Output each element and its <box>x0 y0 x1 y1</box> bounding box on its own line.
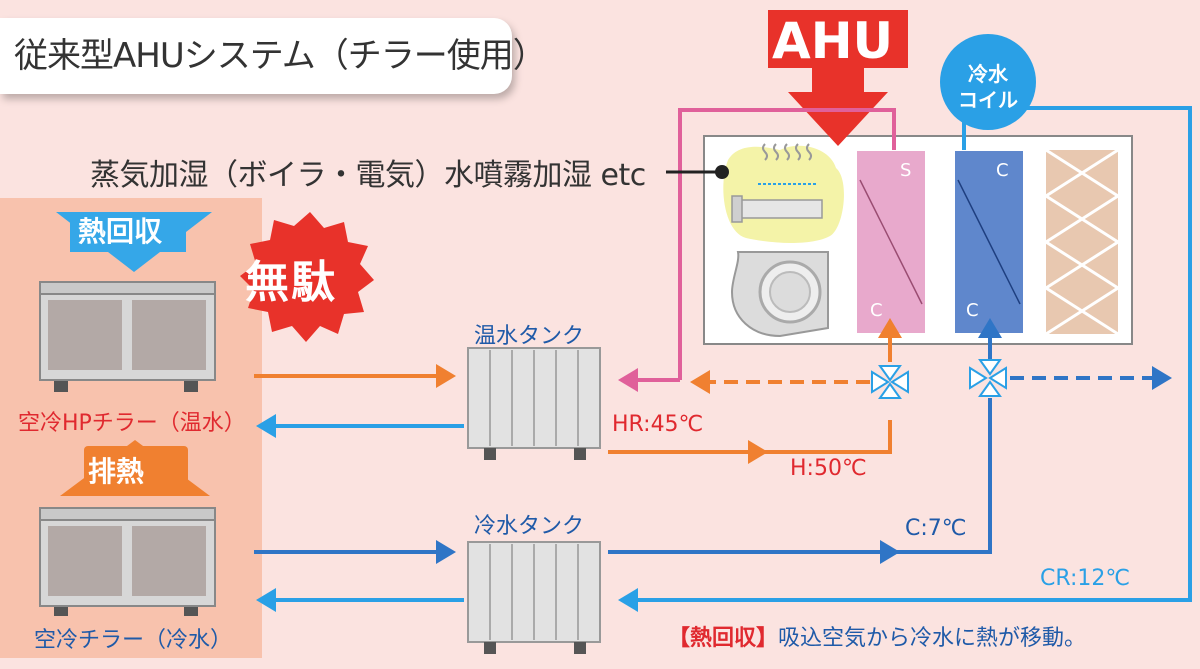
heat-recovery-badge <box>56 212 212 272</box>
humidifier <box>723 143 844 243</box>
exhaust-heat-badge <box>60 440 210 496</box>
c-temperature: C:7℃ <box>905 516 967 541</box>
steam-pipe <box>678 108 896 380</box>
ahu-arrow <box>768 10 908 146</box>
warm-tank-label: 温水タンク <box>474 324 585 349</box>
humidifier-caption: 蒸気加湿（ボイラ・電気）水噴霧加湿 etc <box>90 158 646 193</box>
hr-temperature: HR:45℃ <box>612 412 704 437</box>
filter <box>1043 148 1121 336</box>
warm-tank <box>467 347 601 460</box>
chiller-unit <box>39 507 216 616</box>
waste-burst <box>240 212 374 342</box>
cold-coil-top-letter: C <box>996 160 1009 181</box>
cold-coil-bottom-letter: C <box>966 300 979 321</box>
cold-tank-label: 冷水タンク <box>474 514 585 539</box>
footer-text: 吸込空気から冷水に熱が移動。 <box>778 626 1087 651</box>
exhaust-heat-label: 排熱 <box>88 455 145 488</box>
h-pipe <box>608 420 892 454</box>
footer-bracket-label: 【熱回収】 <box>668 626 779 651</box>
cold-coil-label-line2: コイル <box>958 88 1018 112</box>
hot-valve-icon <box>871 365 909 399</box>
fan <box>730 251 829 338</box>
cold-return-pipe <box>636 106 1192 602</box>
c-pipe <box>608 398 992 554</box>
heat-recovery-label: 熱回収 <box>78 215 163 248</box>
hp-chiller-unit <box>39 281 216 392</box>
footer-note: 【熱回収】吸込空気から冷水に熱が移動。 <box>668 620 1086 652</box>
cr-temperature: CR:12℃ <box>1040 566 1131 591</box>
title-box <box>0 18 512 94</box>
hot-coil-top-letter: S <box>900 160 912 181</box>
hot-coil-bottom-letter: C <box>870 300 883 321</box>
cold-tank <box>467 541 601 654</box>
cold-valve-icon <box>969 359 1007 397</box>
cold-coil-label-line1: 冷水 <box>968 62 1008 86</box>
h-temperature: H:50℃ <box>790 456 867 481</box>
hp-chiller-label: 空冷HPチラー（温水） <box>18 411 246 436</box>
ahu-label: AHU <box>772 12 894 70</box>
chiller-label: 空冷チラー（冷水） <box>34 628 233 653</box>
page-title: 従来型AHUシステム（チラー使用） <box>14 36 547 76</box>
waste-label: 無駄 <box>245 257 337 308</box>
